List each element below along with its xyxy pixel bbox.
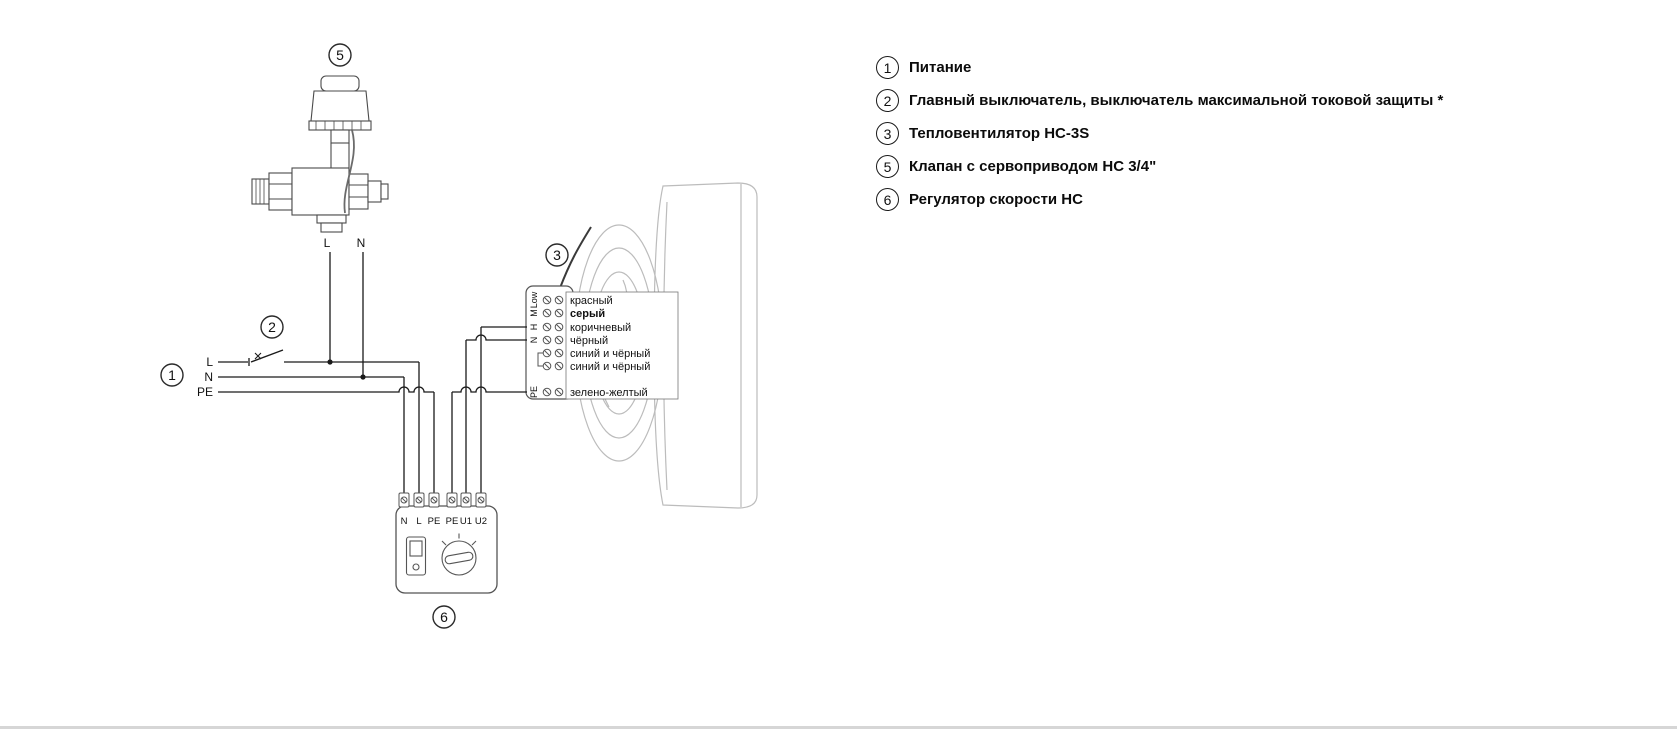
controller-speed-knob[interactable] <box>441 533 477 576</box>
terminal-label-n: N <box>529 337 539 344</box>
callout-power: 1 <box>160 363 184 387</box>
wire-color-gray: серый <box>570 308 605 320</box>
legend-circle-6: 6 <box>876 188 899 211</box>
svg-text:3: 3 <box>553 247 561 263</box>
fan-cable <box>559 226 592 289</box>
power-label-n: N <box>204 370 213 384</box>
fan-terminal-block: Low M H N PE <box>525 285 574 400</box>
legend-item-switch: 2 Главный выключатель, выключатель макси… <box>876 89 1443 112</box>
svg-text:2: 2 <box>268 319 276 335</box>
legend-circle-5: 5 <box>876 155 899 178</box>
terminal-label-pe: PE <box>529 386 539 398</box>
power-label-pe: PE <box>197 385 213 399</box>
callouts: 1 2 3 5 6 <box>160 43 569 629</box>
valve-wire-label-n: N <box>357 236 366 250</box>
wire-n <box>218 376 405 493</box>
controller-terminal-pe1: PE <box>428 516 441 527</box>
controller-terminal-u1: U1 <box>460 516 472 527</box>
wire-color-red: красный <box>570 295 613 307</box>
wire-color-blue-black-1: синий и чёрный <box>570 348 650 360</box>
main-switch-symbol <box>248 349 284 366</box>
legend-item-fan: 3 Тепловентилятор НС-3S <box>876 122 1443 145</box>
wire-pe <box>218 386 435 493</box>
callout-fan: 3 <box>545 243 569 267</box>
speed-controller: N L PE PE U1 U2 <box>395 492 498 594</box>
legend-circle-3: 3 <box>876 122 899 145</box>
svg-text:5: 5 <box>336 47 344 63</box>
legend-label-1: Питание <box>909 59 972 76</box>
junction-dot-l <box>327 359 333 365</box>
wire-fan-pe <box>451 386 527 493</box>
wiring-lines <box>218 252 527 493</box>
legend-item-valve: 5 Клапан с сервоприводом НС 3/4" <box>876 155 1443 178</box>
junction-dot-n <box>360 374 366 380</box>
valve-body-drawing <box>251 129 389 233</box>
wire-fan-u1 <box>465 334 527 493</box>
wire-l-right <box>284 361 420 493</box>
controller-power-switch[interactable] <box>405 536 427 576</box>
wire-fan-u2 <box>480 326 527 493</box>
controller-terminal-pe2: PE <box>446 516 459 527</box>
legend-item-power: 1 Питание <box>876 56 1443 79</box>
legend-label-5: Клапан с сервоприводом НС 3/4" <box>909 158 1157 175</box>
wire-color-brown: коричневый <box>570 322 631 334</box>
svg-text:6: 6 <box>440 609 448 625</box>
power-label-l: L <box>206 355 213 369</box>
svg-text:1: 1 <box>168 367 176 383</box>
bottom-edge <box>0 726 1677 729</box>
wire-color-labels: красный серый коричневый чёрный синий и … <box>565 291 679 400</box>
wire-color-black: чёрный <box>570 335 608 347</box>
callout-controller: 6 <box>432 605 456 629</box>
legend-label-6: Регулятор скорости НС <box>909 191 1083 208</box>
wire-color-blue-black-2: синий и чёрный <box>570 361 650 373</box>
valve-actuator-drawing <box>308 75 372 144</box>
valve-wire-label-l: L <box>324 236 331 250</box>
fan-housing <box>653 182 758 509</box>
terminal-label-h: H <box>529 324 539 331</box>
legend-label-2: Главный выключатель, выключатель максима… <box>909 92 1444 109</box>
wiring-diagram: Low M H N PE красный серый коричневый чё… <box>160 43 758 629</box>
terminal-label-low: Low <box>529 291 539 308</box>
controller-terminal-l: L <box>416 516 421 527</box>
controller-terminal-u2: U2 <box>475 516 487 527</box>
legend-circle-1: 1 <box>876 56 899 79</box>
thermal-contact-jumper <box>537 352 543 367</box>
terminal-label-m: M <box>529 309 539 317</box>
wire-color-green-yellow: зелено-желтый <box>570 387 648 399</box>
callout-switch: 2 <box>260 315 284 339</box>
controller-terminal-n: N <box>401 516 408 527</box>
callout-valve: 5 <box>328 43 352 67</box>
legend-label-3: Тепловентилятор НС-3S <box>909 125 1090 142</box>
legend-item-controller: 6 Регулятор скорости НС <box>876 188 1443 211</box>
legend-circle-2: 2 <box>876 89 899 112</box>
valve-cable <box>343 129 355 214</box>
legend: 1 Питание 2 Главный выключатель, выключа… <box>876 56 1443 221</box>
